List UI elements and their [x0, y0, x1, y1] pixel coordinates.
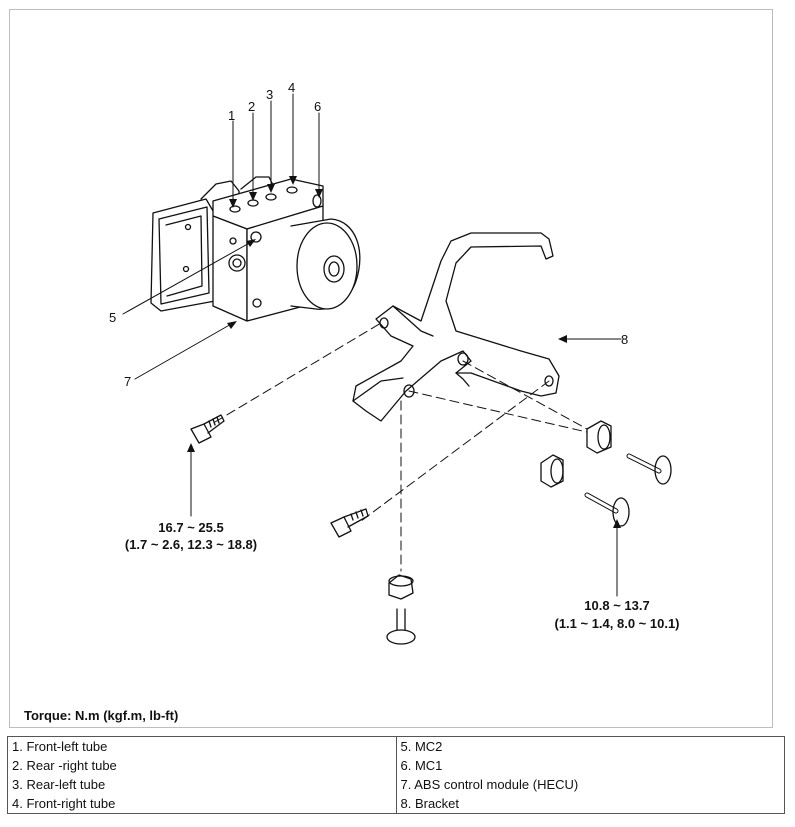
bracket	[352, 232, 560, 422]
torque-upper-nm: 16.7 ~ 25.5	[158, 520, 223, 535]
bolt-upper-left	[190, 414, 225, 444]
torque-upper-other: (1.7 ~ 2.6, 12.3 ~ 18.8)	[125, 537, 257, 552]
assembly-lines	[214, 322, 610, 572]
bolt-lower-left	[330, 508, 369, 538]
legend-item: 1. Front-left tube	[12, 739, 108, 754]
callout-1: 1	[228, 108, 235, 123]
pin-upper-right	[626, 453, 672, 485]
grommet-3	[388, 574, 414, 600]
callout-6: 6	[314, 99, 321, 114]
legend-item: 6. MC1	[400, 758, 443, 773]
legend-right-column: 5. MC2 6. MC1 7. ABS control module (HEC…	[395, 736, 785, 814]
legend-item: 2. Rear -right tube	[12, 758, 117, 773]
parts-legend: 1. Front-left tube 2. Rear -right tube 3…	[7, 736, 785, 814]
pin-bottom	[386, 608, 416, 645]
legend-item: 8. Bracket	[400, 796, 460, 811]
pin-lower-right	[584, 492, 630, 527]
torque-caption: Torque: N.m (kgf.m, lb-ft)	[24, 708, 179, 723]
grommet-1	[586, 420, 612, 454]
torque-lower-other: (1.1 ~ 1.4, 8.0 ~ 10.1)	[554, 616, 679, 631]
callout-8: 8	[621, 332, 628, 347]
leader-arrowheads	[187, 176, 621, 528]
legend-item: 3. Rear-left tube	[12, 777, 106, 792]
callout-7: 7	[124, 374, 131, 389]
callout-4: 4	[288, 80, 295, 95]
legend-item: 4. Front-right tube	[12, 796, 116, 811]
hecu-module	[150, 176, 361, 322]
legend-item: 7. ABS control module (HECU)	[400, 777, 579, 792]
leader-lines	[122, 93, 622, 597]
abs-assembly-diagram: 1 2 3 4 6 5 7 8 16.7 ~ 25.5 (1.7 ~ 2.6, …	[109, 80, 680, 645]
grommet-2	[540, 454, 564, 488]
callout-3: 3	[266, 87, 273, 102]
diagram-frame: 1 2 3 4 6 5 7 8 16.7 ~ 25.5 (1.7 ~ 2.6, …	[9, 9, 773, 728]
legend-left-column: 1. Front-left tube 2. Rear -right tube 3…	[7, 736, 397, 814]
callout-5: 5	[109, 310, 116, 325]
torque-lower-nm: 10.8 ~ 13.7	[584, 598, 649, 613]
callout-2: 2	[248, 99, 255, 114]
legend-item: 5. MC2	[400, 739, 443, 754]
